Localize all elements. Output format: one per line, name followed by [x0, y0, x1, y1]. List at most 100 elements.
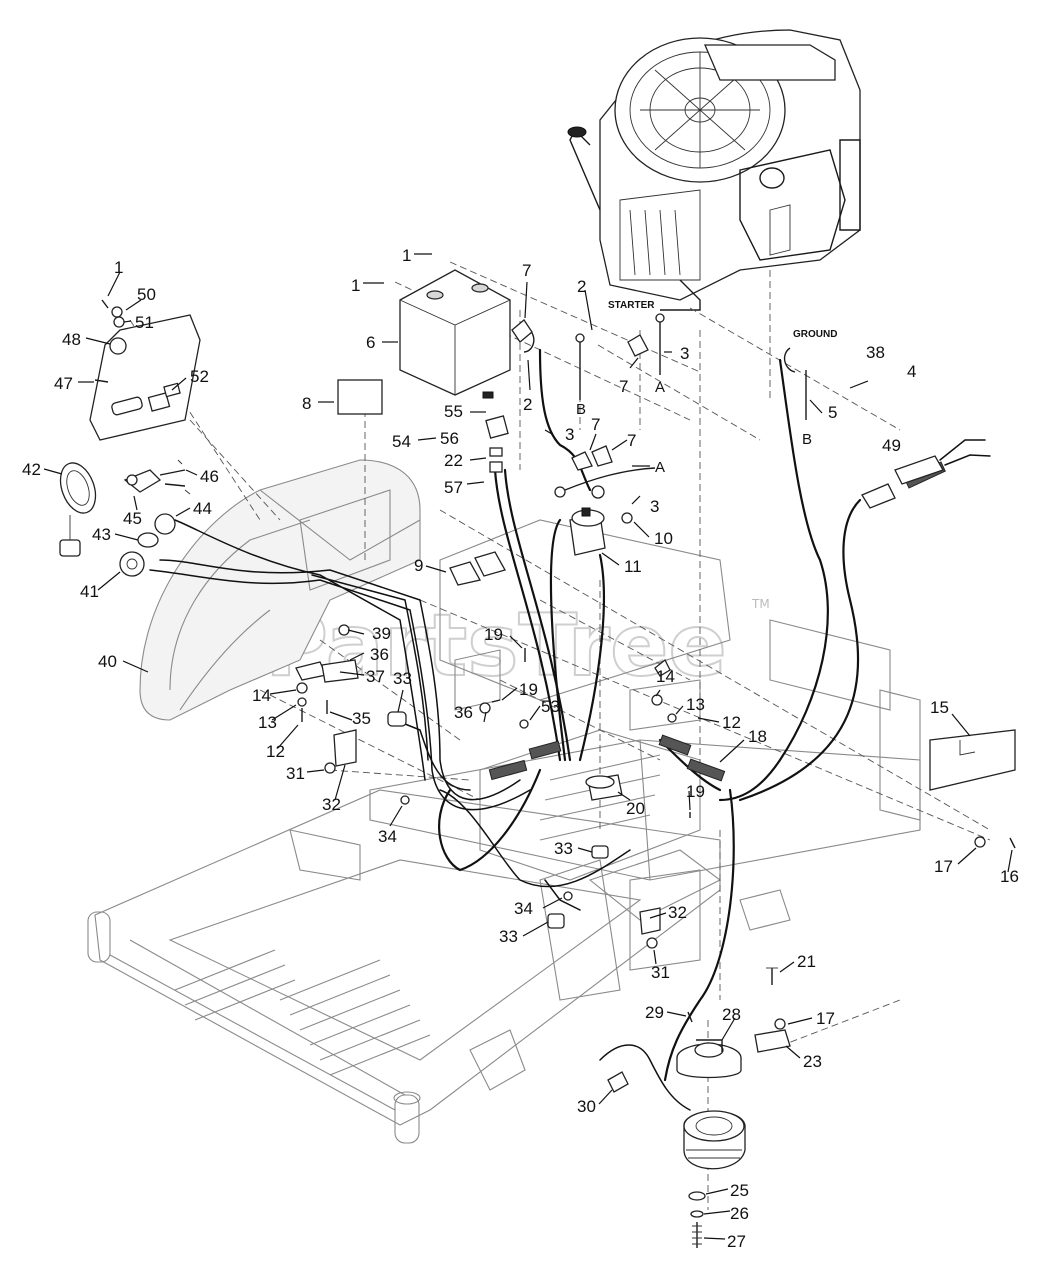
- callout: 21: [797, 952, 816, 971]
- watermark-trademark: TM: [751, 597, 770, 611]
- callout: 40: [98, 652, 117, 671]
- callout: 14: [656, 667, 675, 686]
- callout: 7: [627, 431, 636, 450]
- mower-frame: [87, 519, 921, 1144]
- knob-44: [154, 513, 176, 535]
- callout: 17: [934, 857, 953, 876]
- callout: 19: [686, 782, 705, 801]
- connector-label-b-left: B: [576, 401, 586, 418]
- callout: 34: [378, 827, 397, 846]
- callout: 19: [519, 680, 538, 699]
- callout: 47: [54, 374, 73, 393]
- callout: 31: [286, 764, 305, 783]
- leader-lines: [43, 253, 1013, 1240]
- callout: 11: [624, 557, 642, 576]
- callout: 14: [252, 686, 271, 705]
- callout: 36: [454, 703, 473, 722]
- oil-fill-tube: [569, 128, 601, 211]
- callout: 26: [730, 1204, 749, 1223]
- assembly-lines: [129, 261, 991, 1210]
- callout: 18: [748, 727, 767, 746]
- control-plate-52: [89, 314, 201, 441]
- callout: 35: [352, 709, 371, 728]
- callout: 19: [484, 625, 503, 644]
- callout: 33: [554, 839, 573, 858]
- callout: 12: [266, 742, 285, 761]
- callout: 39: [372, 624, 391, 643]
- callout: 41: [80, 582, 99, 601]
- callout: 1: [114, 258, 123, 277]
- callout: 30: [577, 1097, 596, 1116]
- callout: 38: [866, 343, 885, 362]
- callout: 1: [351, 276, 360, 295]
- callout: 51: [135, 313, 154, 332]
- callout: 15: [930, 698, 949, 717]
- switch-41: [119, 551, 145, 577]
- callout: 7: [522, 261, 531, 280]
- callout: 22: [444, 451, 463, 470]
- callout: 3: [565, 425, 574, 444]
- callout: 4: [907, 362, 916, 381]
- callout: 7: [591, 415, 600, 434]
- battery-cables: [523, 313, 807, 499]
- callout: 8: [302, 394, 311, 413]
- callout: 55: [444, 402, 463, 421]
- callout: 20: [626, 799, 645, 818]
- oil-cap-icon: [567, 126, 587, 138]
- dash-console: [139, 459, 421, 721]
- callout: 13: [258, 713, 277, 732]
- connector-label-a-lower: A: [655, 459, 665, 476]
- label-ground: GROUND: [793, 329, 837, 340]
- connector-label-b-right: B: [802, 431, 812, 448]
- callout: 34: [514, 899, 533, 918]
- callout: 7: [619, 377, 628, 396]
- callout: 3: [650, 497, 659, 516]
- label-starter: STARTER: [608, 300, 655, 311]
- callout: 3: [680, 344, 689, 363]
- callout: 50: [137, 285, 156, 304]
- dash-controls: [59, 299, 201, 577]
- callout: 37: [366, 667, 385, 686]
- floor-grid-pattern: [174, 949, 431, 1076]
- ignition-switch-42: [59, 462, 97, 514]
- callout: 46: [200, 467, 219, 486]
- terminal-boots: [511, 319, 649, 471]
- callout: 6: [366, 333, 375, 352]
- module-8: [337, 379, 383, 415]
- callout: 17: [816, 1009, 835, 1028]
- callout: 2: [523, 395, 532, 414]
- bracket-23: [754, 1029, 791, 1053]
- callout: 54: [392, 432, 411, 451]
- engine-top-cover: [704, 44, 836, 81]
- callout: 32: [322, 795, 341, 814]
- callout: 32: [668, 903, 687, 922]
- battery: [399, 269, 511, 396]
- callout: 1: [402, 246, 411, 265]
- callout: 27: [727, 1232, 746, 1251]
- callout: 52: [190, 367, 209, 386]
- starter-solenoid: [569, 507, 606, 556]
- misc-parts: [295, 379, 1016, 949]
- callout: 56: [440, 429, 459, 448]
- callout: 43: [92, 525, 111, 544]
- callout: 13: [686, 695, 705, 714]
- callout: 31: [651, 963, 670, 982]
- callout: 29: [645, 1003, 664, 1022]
- connector-label-a-upper: A: [655, 379, 665, 396]
- callout: 25: [730, 1181, 749, 1200]
- callout: 57: [444, 478, 463, 497]
- callout: 36: [370, 645, 389, 664]
- pto-clutch: [607, 967, 791, 1248]
- callout: 45: [123, 509, 142, 528]
- callout: 48: [62, 330, 81, 349]
- callout: 5: [828, 403, 837, 422]
- callout: 44: [193, 499, 212, 518]
- callout: 9: [414, 556, 423, 575]
- cable-ring-terminal: [591, 485, 605, 499]
- engine: [567, 29, 861, 311]
- callout: 10: [654, 529, 673, 548]
- callout: 16: [1000, 867, 1019, 886]
- callout: 28: [722, 1005, 741, 1024]
- callout: 53: [541, 697, 560, 716]
